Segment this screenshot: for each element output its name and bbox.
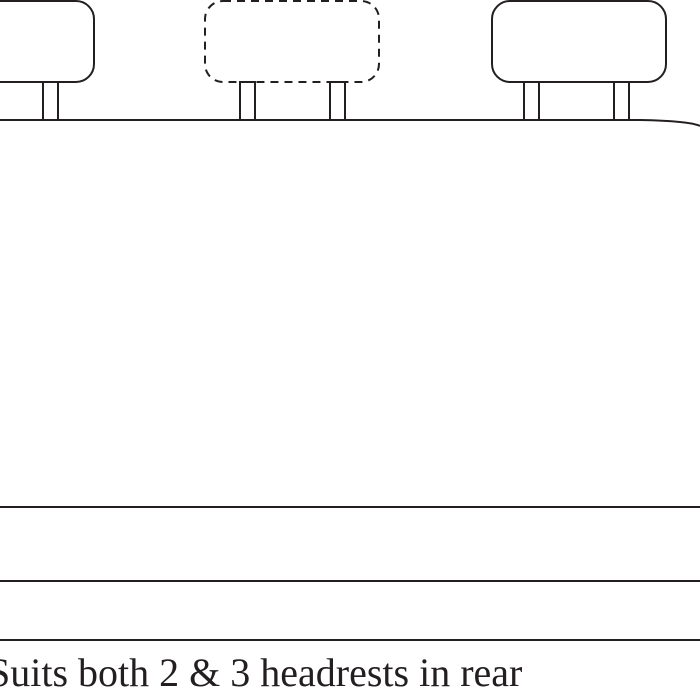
headrest-right-post-left (523, 81, 540, 121)
headrest-center-post-right (329, 81, 346, 121)
headrest-left-post (42, 81, 59, 121)
headrest-right-cushion (491, 0, 667, 83)
headrest-center-post-left (239, 81, 256, 121)
headrest-center (204, 0, 380, 121)
headrest-right-post-right (613, 81, 630, 121)
headrest-left-cushion (0, 0, 95, 83)
headrest-center-cushion (204, 0, 380, 83)
headrest-right (491, 0, 667, 121)
headrest-left (0, 0, 95, 121)
backrest-top-edge (0, 119, 700, 127)
caption-text: Suits both 2 & 3 headrests in rear (0, 650, 522, 695)
